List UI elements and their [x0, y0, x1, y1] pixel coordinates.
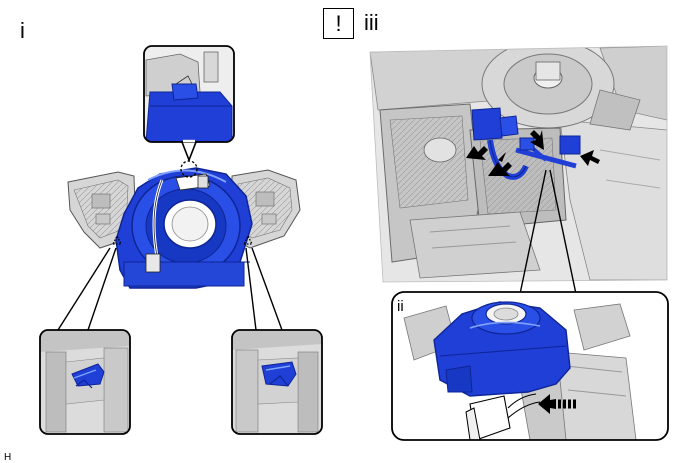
corner-mark: H	[4, 452, 12, 463]
spiral-cable-body	[115, 167, 253, 289]
push-arrow-icon-2	[488, 152, 512, 176]
caution-symbol-icon: !	[323, 8, 354, 39]
bottom-right-detail-inset	[231, 329, 323, 435]
step-label-ii: ii	[397, 298, 404, 315]
right-claw-marker-icon	[242, 234, 254, 245]
section-ii-inset	[391, 291, 669, 441]
left-claw-marker-icon	[111, 234, 123, 245]
step-label-iii: iii	[364, 10, 379, 35]
section-iii-group	[369, 45, 668, 295]
section-i-group	[39, 45, 323, 435]
left-combination-switch	[67, 171, 137, 249]
blue-connector-group	[471, 107, 581, 180]
top-detail-inset	[143, 45, 235, 163]
bottom-left-detail-inset	[39, 329, 131, 435]
slide-arrow-icon	[538, 394, 576, 414]
steering-column-view	[370, 46, 667, 282]
push-arrow-icon-3	[530, 130, 544, 150]
step-label-i: i	[20, 18, 25, 43]
inset-ii-callout-lines	[519, 169, 577, 295]
push-arrow-icon-4	[580, 150, 600, 166]
push-arrow-icon-1	[466, 146, 488, 160]
callout-lines	[57, 247, 283, 331]
